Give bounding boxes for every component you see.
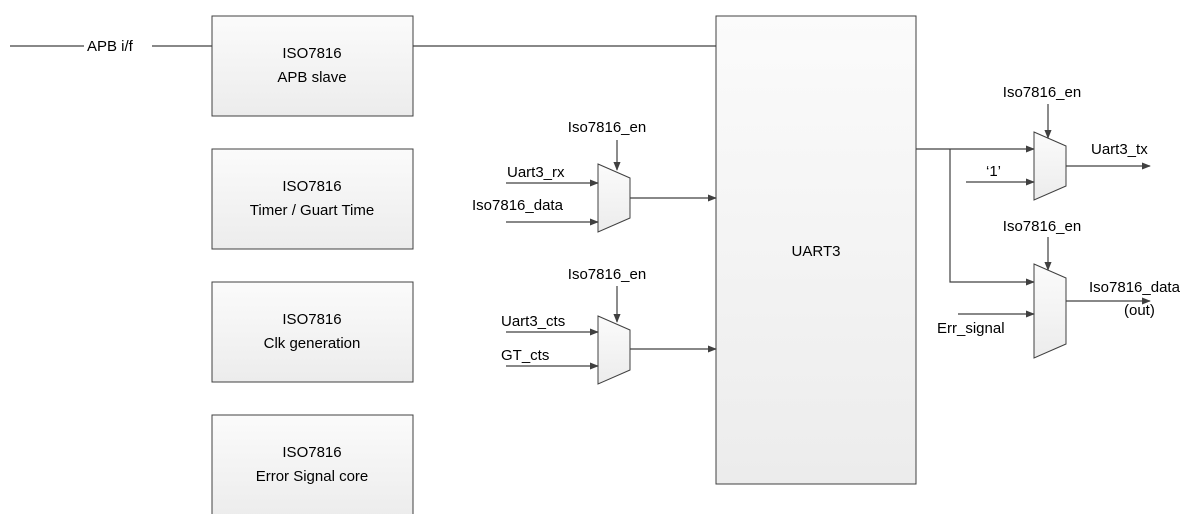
clk-subtitle: Clk generation (264, 335, 361, 352)
cts-mux (597, 315, 631, 385)
apb-if-label: APB i/f (87, 38, 134, 55)
uart3-tx-branch-wire (949, 149, 1035, 286)
tx-mux (1033, 131, 1067, 201)
uart3-label: UART3 (792, 243, 841, 260)
error-title: ISO7816 (282, 444, 341, 461)
iso7816-data-out-label: Iso7816_data (1089, 279, 1181, 296)
rx-mux-select-label: Iso7816_en (568, 119, 646, 136)
tx-mux-select-label: Iso7816_en (1003, 84, 1081, 101)
apb-if-label-bg (84, 36, 152, 56)
clk-generation-block (211, 281, 414, 383)
uart3-rx-label: Uart3_rx (507, 164, 565, 181)
timer-title: ISO7816 (282, 178, 341, 195)
uart3-tx-output-label: Uart3_tx (1091, 141, 1148, 158)
cts-mux-select-label: Iso7816_en (568, 266, 646, 283)
data-mux-select-label: Iso7816_en (1003, 218, 1081, 235)
gt-cts-label: GT_cts (501, 347, 549, 364)
data-out-mux (1033, 263, 1067, 359)
timer-subtitle: Timer / Guart Time (250, 202, 374, 219)
const-one-label: ‘1’ (986, 163, 1001, 180)
timer-block (211, 148, 414, 250)
apb-slave-title: ISO7816 (282, 45, 341, 62)
error-subtitle: Error Signal core (256, 468, 369, 485)
error-signal-block (211, 414, 414, 514)
clk-title: ISO7816 (282, 311, 341, 328)
apb-slave-block (211, 15, 414, 117)
iso7816-data-out-sublabel: (out) (1124, 302, 1155, 319)
rx-mux (597, 163, 631, 233)
apb-slave-subtitle: APB slave (277, 69, 346, 86)
uart3-cts-label: Uart3_cts (501, 313, 565, 330)
uart3-block (715, 15, 917, 485)
iso7816-data-in-label: Iso7816_data (472, 197, 564, 214)
err-signal-label: Err_signal (937, 320, 1005, 337)
